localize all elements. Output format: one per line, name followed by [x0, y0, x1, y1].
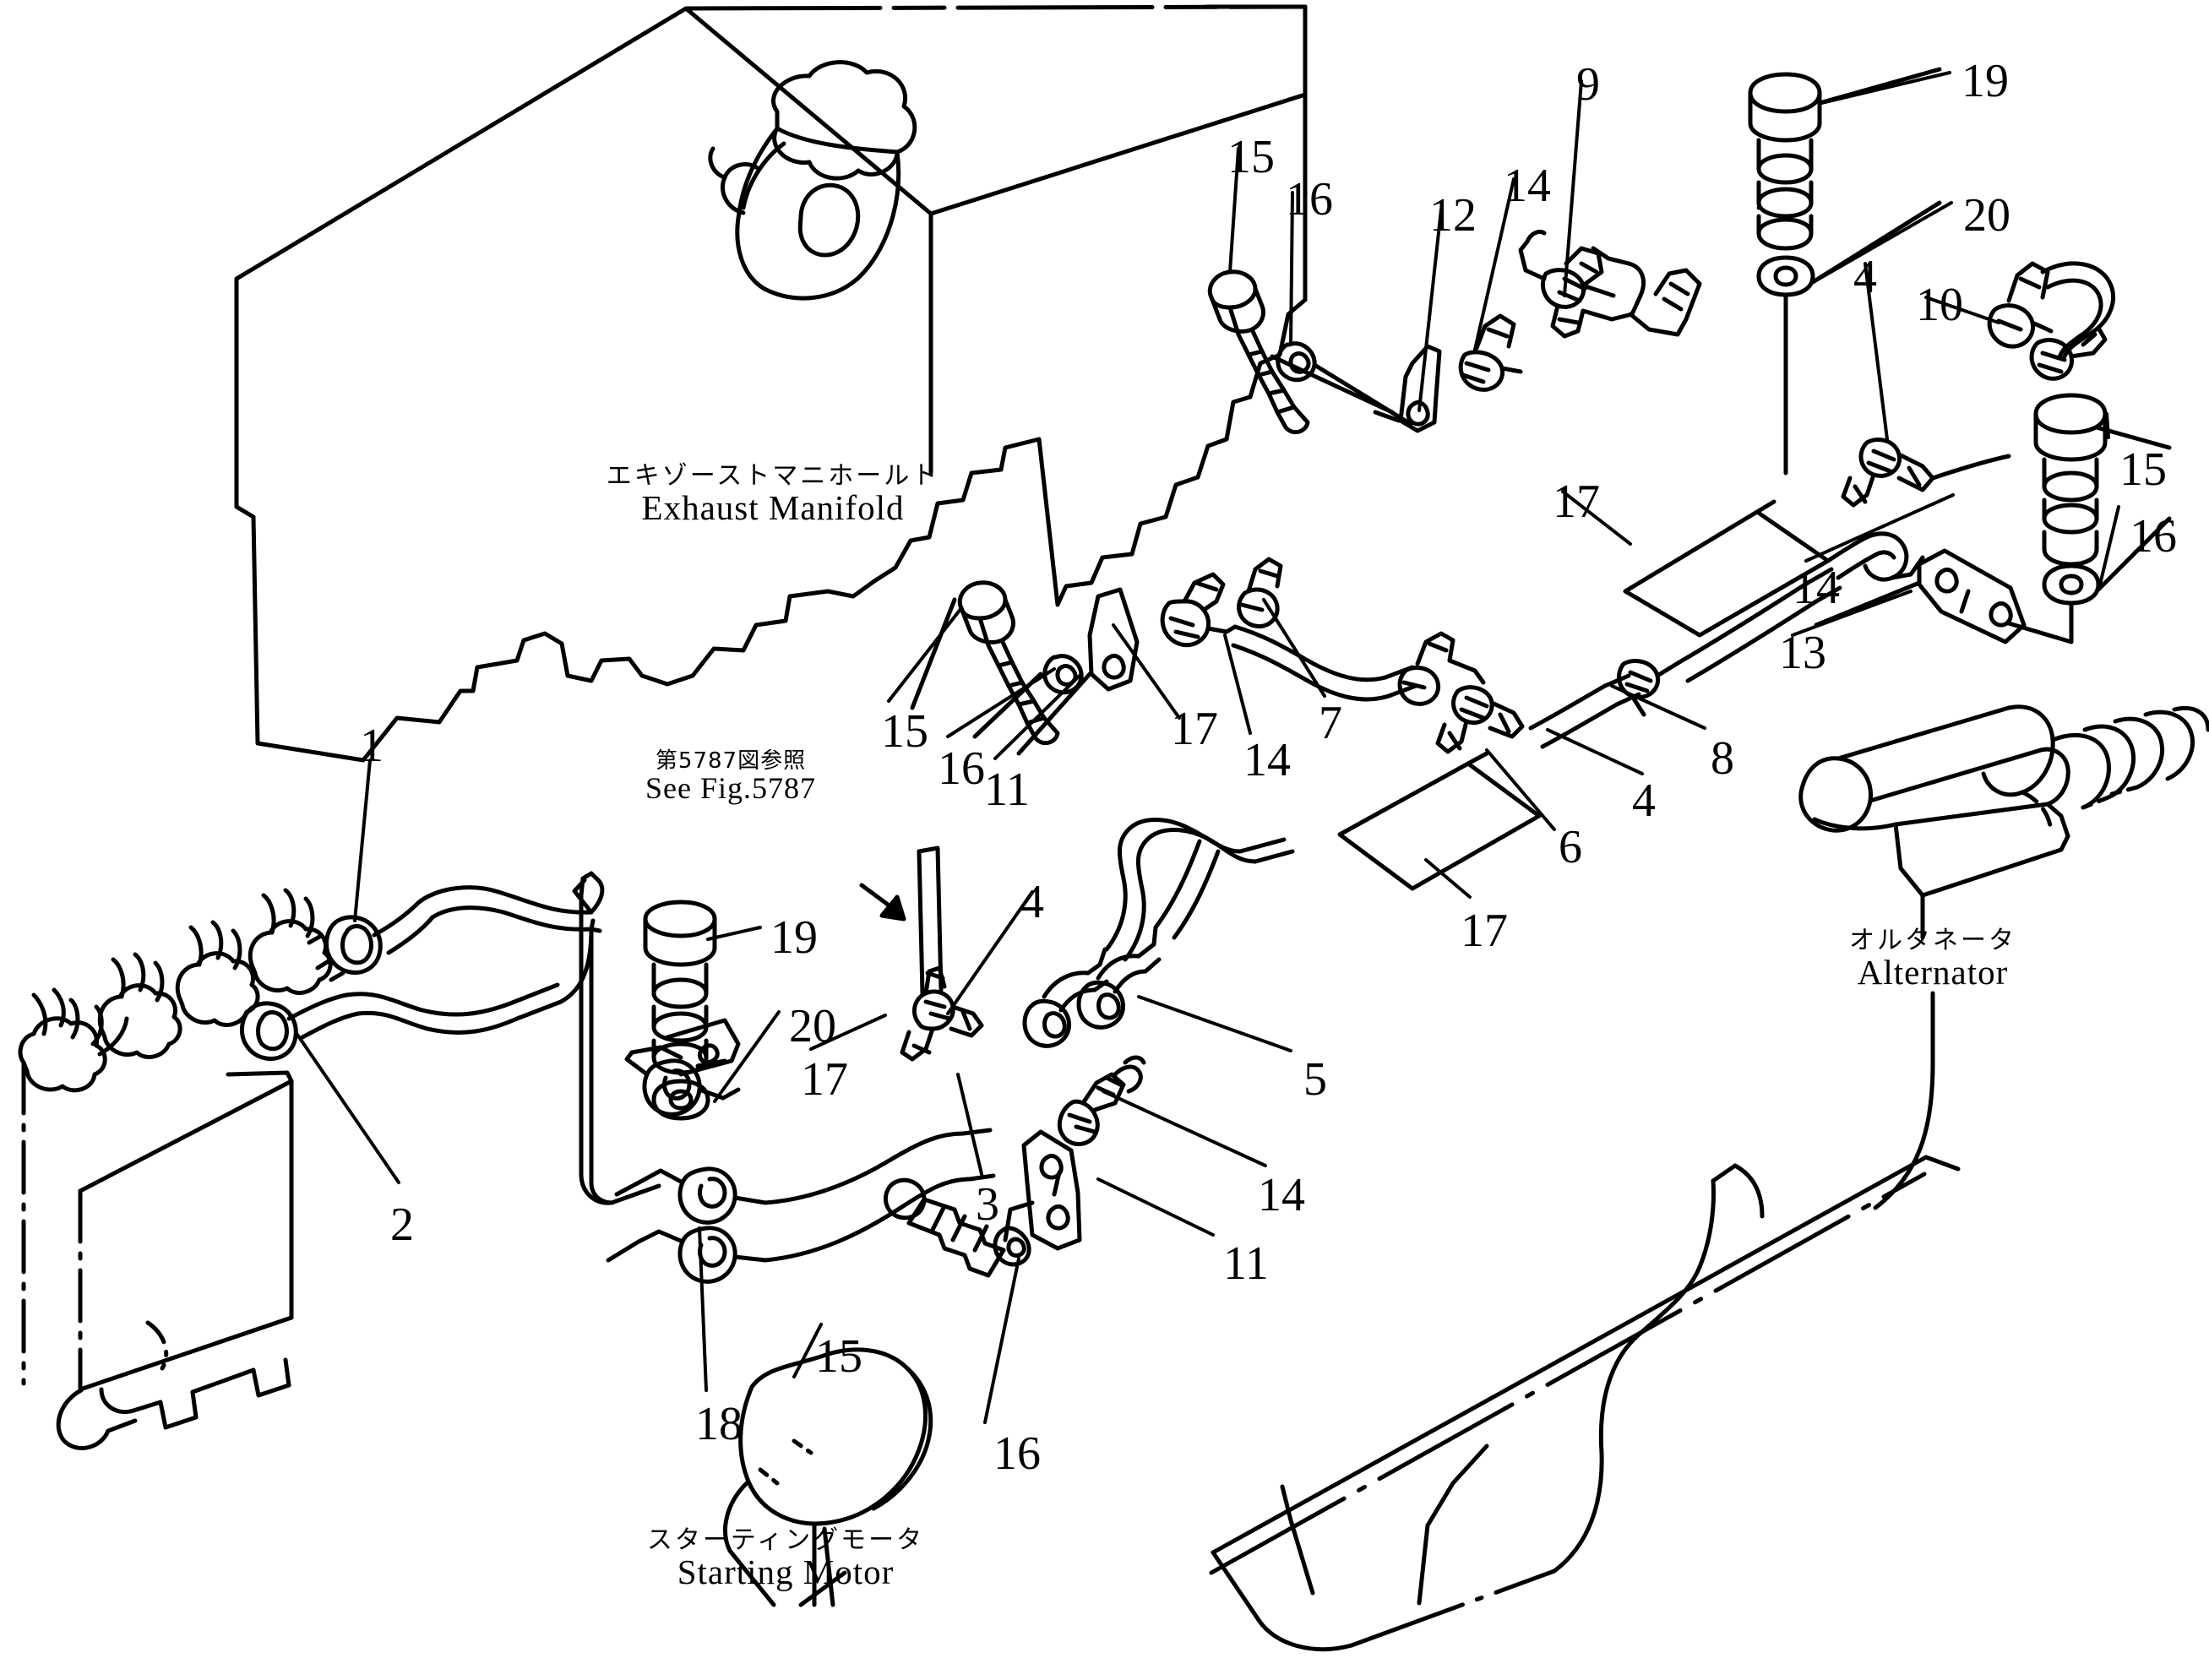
part-callout-4: 4 [1632, 775, 1656, 827]
part-callout-15: 15 [2119, 443, 2167, 496]
part-callout-12: 12 [1429, 189, 1477, 242]
oil-cooler-assembly [18, 888, 333, 1450]
part-callout-16: 16 [993, 1427, 1041, 1480]
part-callout-4: 4 [1853, 251, 1877, 303]
engine-block-outline [1209, 1155, 1961, 1652]
starting-motor-caption-en: Starting Motor [677, 1552, 895, 1591]
tube-2 [239, 982, 563, 1061]
washer-16-topcenter [1276, 341, 1413, 427]
bolt-15-midleft [910, 580, 1060, 746]
tube-1 [307, 878, 602, 982]
part-callout-16: 16 [938, 742, 985, 795]
exhaust-manifold-caption-jp: エキゾーストマニホールト [606, 461, 940, 491]
starting-motor-caption-jp: スターティングモータ [646, 1525, 925, 1555]
part-callout-13: 13 [1779, 627, 1826, 679]
fitting-14-upper [1458, 313, 1523, 392]
part-callout-20: 20 [789, 1000, 836, 1052]
part-callout-5: 5 [1303, 1053, 1327, 1106]
part-callout-16: 16 [1286, 173, 1333, 226]
bracket-13 [1814, 548, 2027, 644]
washer-20-left [651, 1079, 710, 1121]
part-callout-7: 7 [1319, 697, 1342, 749]
washer-20-right [1756, 200, 1942, 476]
part-callout-11: 11 [1223, 1237, 1269, 1290]
part-callout-1: 1 [360, 720, 384, 772]
part-callout-16: 16 [2130, 510, 2177, 563]
alternator-caption: オルタネータ Alternator [1798, 927, 2068, 991]
part-callout-4: 4 [1020, 876, 1044, 928]
part-callout-17: 17 [1553, 476, 1600, 528]
tube-network-center [859, 261, 2115, 1278]
exhaust-manifold-caption: エキゾーストマニホールト Exhaust Manifold [604, 463, 942, 526]
part-callout-15: 15 [881, 705, 928, 758]
alternator-caption-en: Alternator [1857, 952, 2009, 992]
see-fig-reference-en: See Fig.5787 [645, 771, 816, 806]
standpipe-bracket [558, 871, 661, 1205]
fitting-9 [1518, 229, 1702, 339]
part-callout-17: 17 [801, 1053, 848, 1106]
see-fig-reference: 第5787図参照 See Fig.5787 [591, 748, 870, 806]
part-callout-9: 9 [1576, 58, 1600, 111]
bolt-19-left [643, 900, 717, 1075]
part-callout-15: 15 [815, 1330, 862, 1383]
exhaust-manifold-body [234, 4, 1308, 763]
part-callout-14: 14 [1243, 734, 1291, 786]
part-callout-15: 15 [1227, 131, 1275, 183]
part-callout-14: 14 [1793, 562, 1840, 614]
part-callout-11: 11 [984, 764, 1030, 816]
part-callout-18: 18 [695, 1398, 743, 1450]
leader-lines [294, 71, 2120, 1424]
bracket-11-midleft [1016, 587, 1140, 756]
bolt-19-right [1748, 67, 1942, 251]
alternator [1798, 704, 2209, 1210]
part-callout-8: 8 [1711, 732, 1734, 785]
part-callout-17: 17 [1461, 905, 1508, 957]
see-fig-reference-jp: 第5787図参照 [655, 748, 807, 774]
exhaust-manifold-caption-en: Exhaust Manifold [641, 487, 905, 527]
part-callout-14: 14 [1504, 160, 1551, 212]
starting-motor-caption: スターティングモータ Starting Motor [629, 1527, 942, 1590]
part-callout-19: 19 [1961, 55, 2009, 107]
part-callout-17: 17 [1171, 703, 1218, 755]
part-callout-20: 20 [1963, 189, 2010, 242]
part-callout-14: 14 [1258, 1169, 1305, 1221]
part-callout-10: 10 [1916, 279, 1963, 331]
part-callout-19: 19 [770, 911, 818, 964]
part-callout-3: 3 [976, 1178, 999, 1231]
part-callout-6: 6 [1559, 821, 1582, 873]
bolt-15-topcenter [1207, 269, 1310, 435]
starting-motor [723, 1347, 933, 1607]
alternator-caption-jp: オルタネータ [1849, 926, 2016, 955]
part-callout-2: 2 [390, 1199, 414, 1251]
